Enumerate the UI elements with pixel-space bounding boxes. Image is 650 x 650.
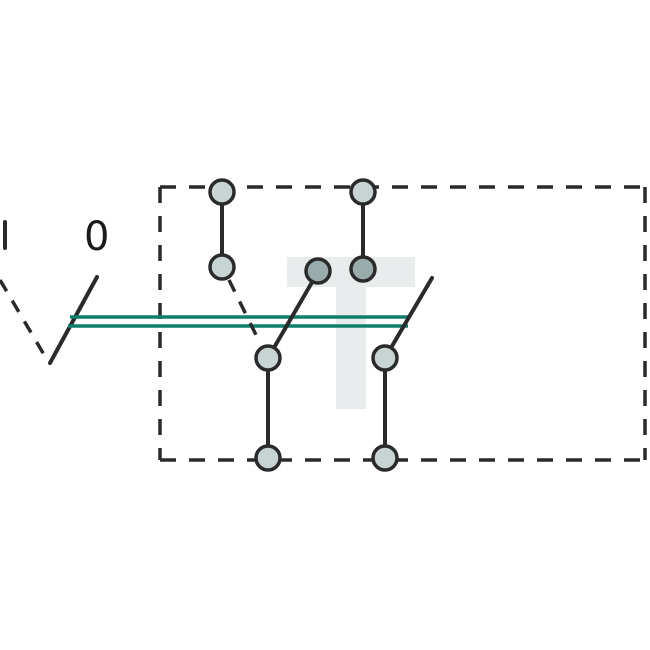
actuator-lever — [48, 275, 99, 365]
switch-blade — [383, 276, 434, 360]
terminal-circle — [304, 257, 332, 285]
contact-group-left — [208, 178, 332, 472]
terminal-circle — [371, 344, 399, 372]
switch-blade — [266, 270, 320, 360]
watermark-t-icon — [287, 257, 415, 409]
actuator-symbol — [0, 220, 99, 365]
terminal-circle — [349, 178, 377, 206]
actuator-alt-position — [0, 279, 48, 359]
contact-group-right — [349, 178, 434, 472]
terminal-circle — [208, 253, 236, 281]
terminal-circle — [371, 444, 399, 472]
terminal-circle — [349, 255, 377, 283]
terminal-circle — [254, 444, 282, 472]
terminal-circle — [208, 178, 236, 206]
position-label: 0 — [84, 214, 109, 260]
mechanical-link — [68, 315, 410, 328]
housing-outline — [158, 185, 647, 462]
switch-alt-position — [227, 279, 262, 344]
terminal-circle — [254, 344, 282, 372]
